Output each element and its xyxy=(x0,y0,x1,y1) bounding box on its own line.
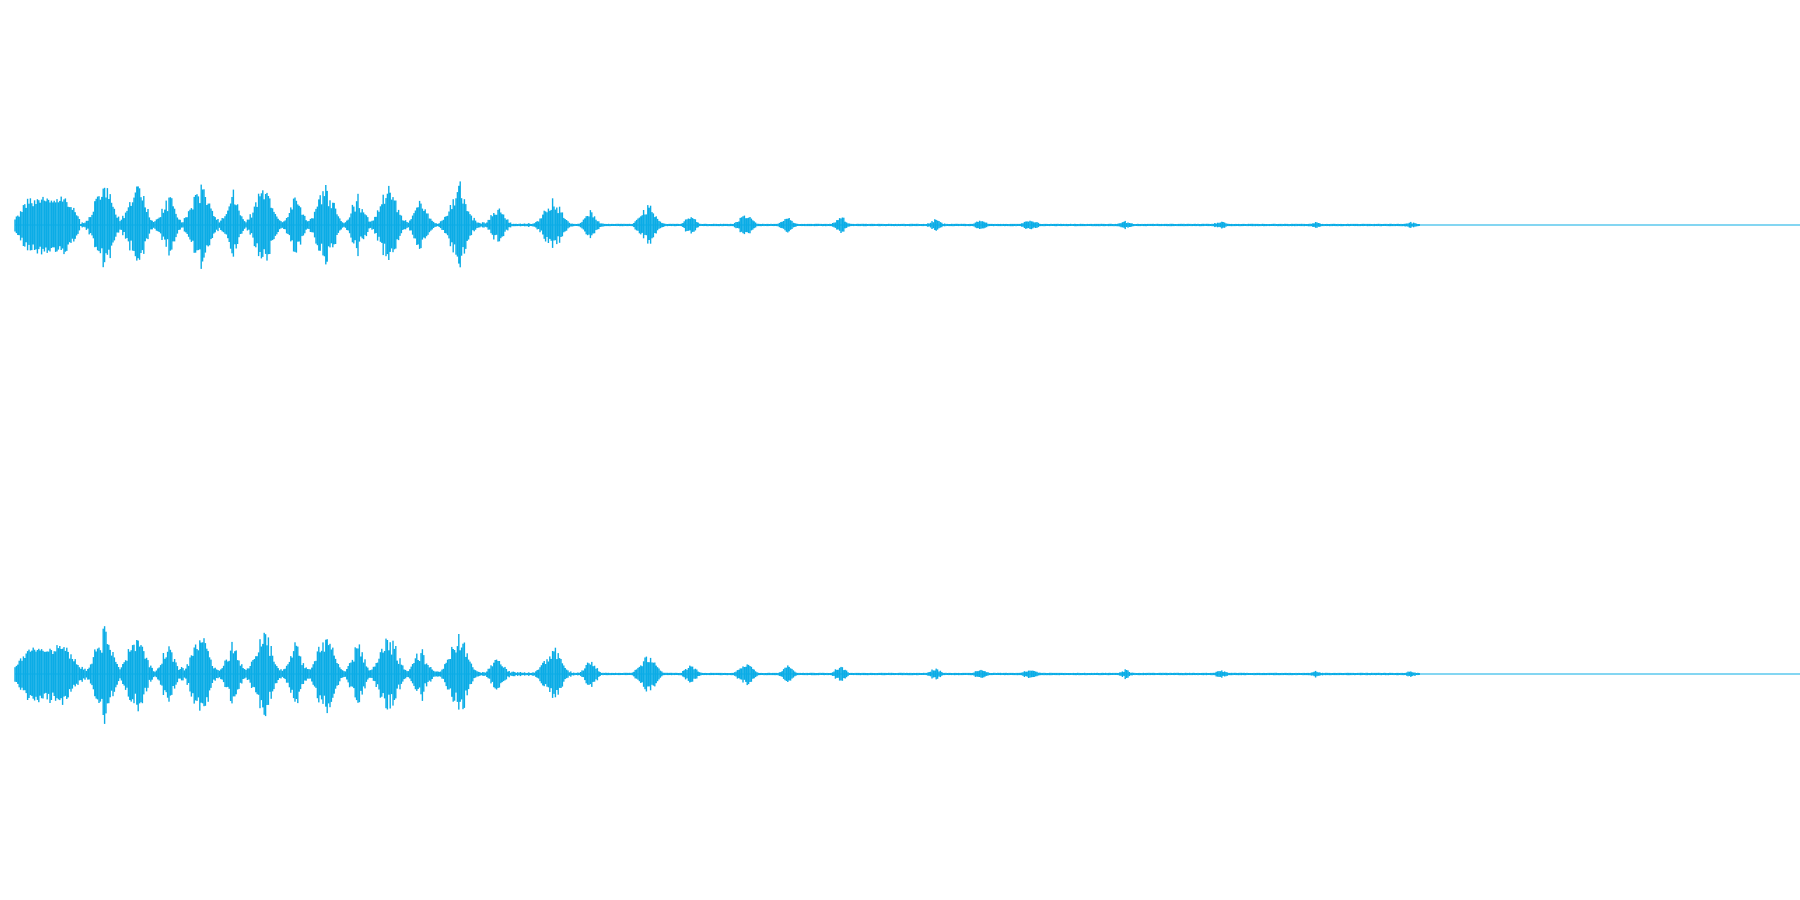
channel-bottom-waveform xyxy=(14,626,1800,724)
channel-top-waveform xyxy=(14,181,1800,269)
